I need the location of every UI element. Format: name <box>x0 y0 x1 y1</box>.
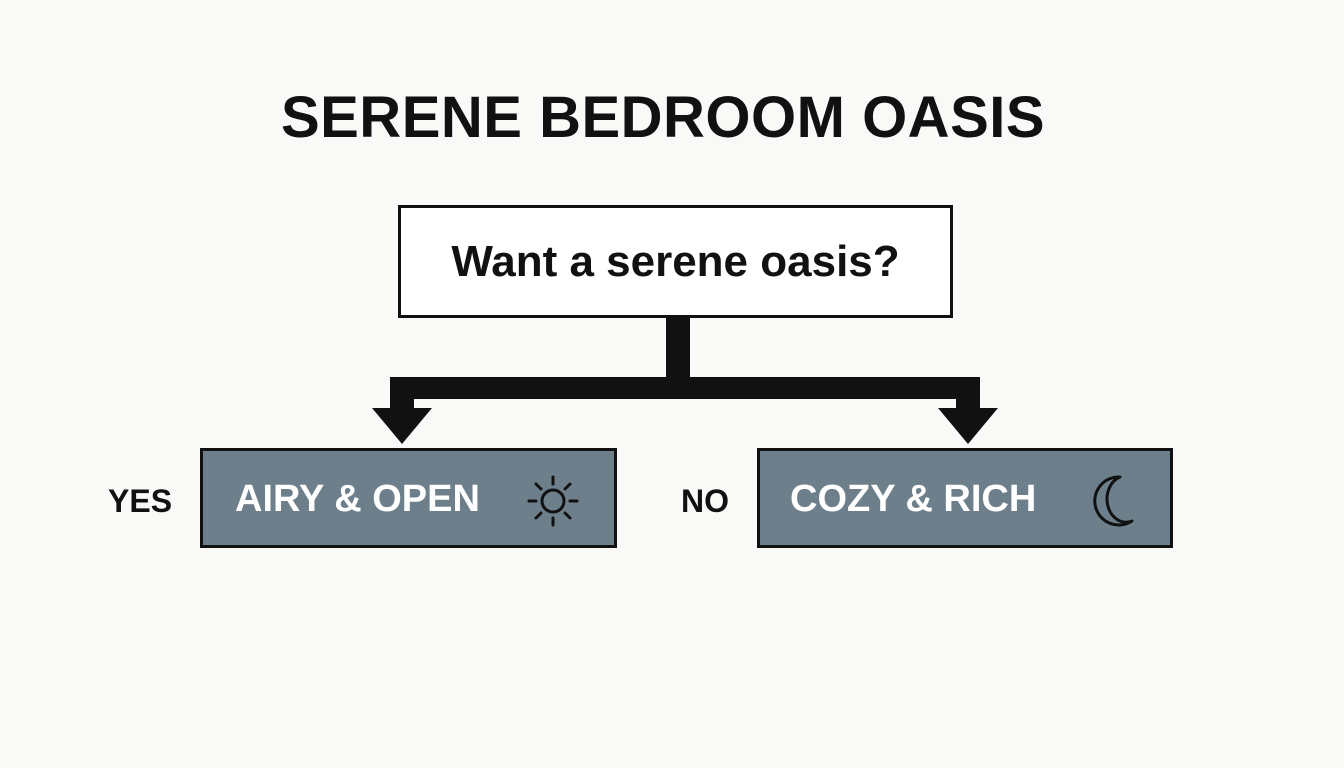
arrowhead-left <box>372 408 432 444</box>
branch-label-no: NO <box>681 483 729 519</box>
decision-question-text: Want a serene oasis? <box>451 236 900 286</box>
arrowhead-right <box>938 408 998 444</box>
connector-stem <box>666 316 690 382</box>
decision-question-box: Want a serene oasis? <box>398 205 953 318</box>
option-label-yes: AIRY & OPEN <box>235 478 480 520</box>
option-label-no: COZY & RICH <box>790 478 1037 520</box>
option-box-no: COZY & RICH <box>757 448 1173 548</box>
sun-icon <box>525 473 581 539</box>
option-box-yes: AIRY & OPEN <box>200 448 617 548</box>
diagram-title: SERENE BEDROOM OASIS <box>280 85 1046 150</box>
branch-label-yes: YES <box>108 483 173 519</box>
connector-left-drop <box>390 377 414 409</box>
connector-crossbar <box>390 377 980 399</box>
connector-right-drop <box>956 377 980 409</box>
moon-icon <box>1088 473 1140 539</box>
